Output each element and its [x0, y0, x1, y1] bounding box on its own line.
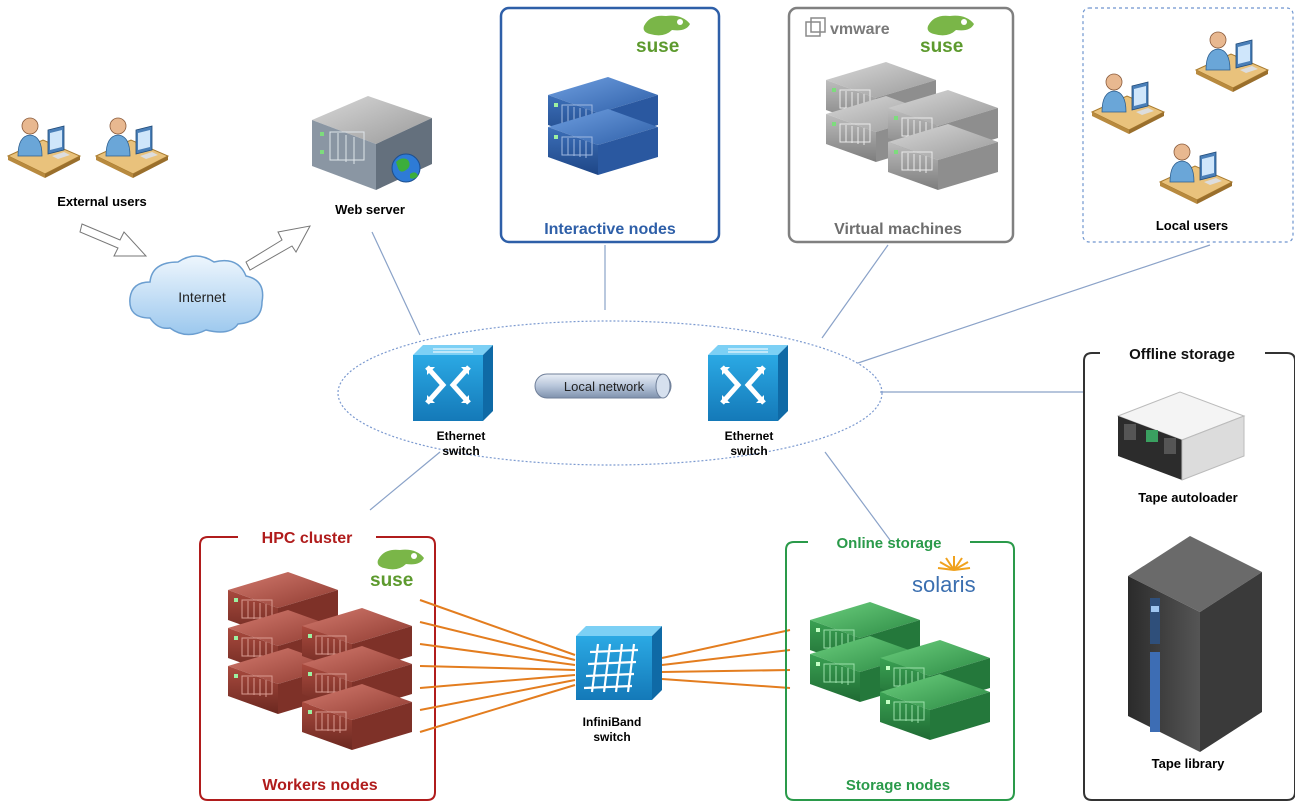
tape-library-icon — [1128, 536, 1262, 752]
local-network-area — [337, 320, 883, 466]
ethernet-switch-left-label-1: Ethernet — [437, 429, 486, 443]
arrow-to-webserver-icon — [245, 225, 311, 271]
infiniband-switch-icon — [576, 626, 662, 700]
web-server-icon — [312, 96, 432, 190]
local-network-label: Local network — [564, 379, 645, 394]
arrow-to-internet-icon — [79, 223, 148, 257]
infiniband-switch-label-1: InfiniBand — [583, 715, 642, 729]
tape-autoloader-icon — [1116, 391, 1246, 481]
ethernet-switch-right-label-1: Ethernet — [725, 429, 774, 443]
suse-logo-icon-3: suse — [370, 549, 424, 591]
suse-logo-icon-2: suse — [920, 15, 974, 57]
online-storage-box — [785, 541, 1015, 801]
ethernet-switch-right-label-2: switch — [730, 444, 767, 458]
suse-logo-text-2: suse — [920, 36, 963, 57]
tape-autoloader-label: Tape autoloader — [1138, 490, 1237, 505]
offline-storage-box — [1083, 352, 1295, 801]
virtual-machines-label: Virtual machines — [834, 221, 962, 238]
internet-label: Internet — [178, 289, 226, 305]
suse-logo-text: suse — [636, 36, 679, 57]
external-users-label: External users — [57, 194, 147, 209]
worker-servers-icon — [227, 571, 413, 751]
tape-library-label: Tape library — [1152, 756, 1226, 771]
suse-logo-icon: suse — [636, 15, 690, 57]
virtual-machines-box — [787, 6, 1015, 244]
hpc-cluster-label: HPC cluster — [262, 530, 353, 547]
ethernet-switch-left-label-2: switch — [442, 444, 479, 458]
solaris-logo-icon: solaris — [912, 556, 976, 597]
vmware-logo-text: vmware — [830, 21, 890, 38]
offline-storage-label: Offline storage — [1129, 346, 1235, 363]
storage-nodes-label: Storage nodes — [846, 777, 950, 794]
interactive-nodes-label: Interactive nodes — [544, 221, 676, 238]
infiniband-links — [419, 599, 791, 733]
local-network-tube-icon — [534, 373, 672, 399]
ethernet-switch-right-icon — [708, 345, 788, 421]
local-users-icon — [1091, 31, 1269, 205]
local-users-label: Local users — [1156, 218, 1228, 233]
local-users-box — [1082, 7, 1294, 243]
virtual-servers-icon — [825, 61, 999, 191]
vmware-logo-icon: vmware — [805, 17, 890, 38]
hpc-cluster-box — [199, 536, 436, 801]
ethernet-switch-left-icon — [413, 345, 493, 421]
web-server-label: Web server — [335, 202, 405, 217]
storage-servers-icon — [809, 601, 991, 741]
external-users-icon — [7, 117, 169, 179]
infiniband-switch-label-2: switch — [593, 730, 630, 744]
interactive-nodes-box — [499, 6, 721, 244]
network-links — [369, 231, 1211, 541]
solaris-logo-text: solaris — [912, 572, 976, 597]
interactive-servers-icon — [547, 76, 659, 176]
internet-cloud-icon — [129, 255, 264, 336]
suse-logo-text-3: suse — [370, 570, 413, 591]
workers-nodes-label: Workers nodes — [262, 777, 377, 794]
online-storage-label: Online storage — [836, 535, 941, 552]
